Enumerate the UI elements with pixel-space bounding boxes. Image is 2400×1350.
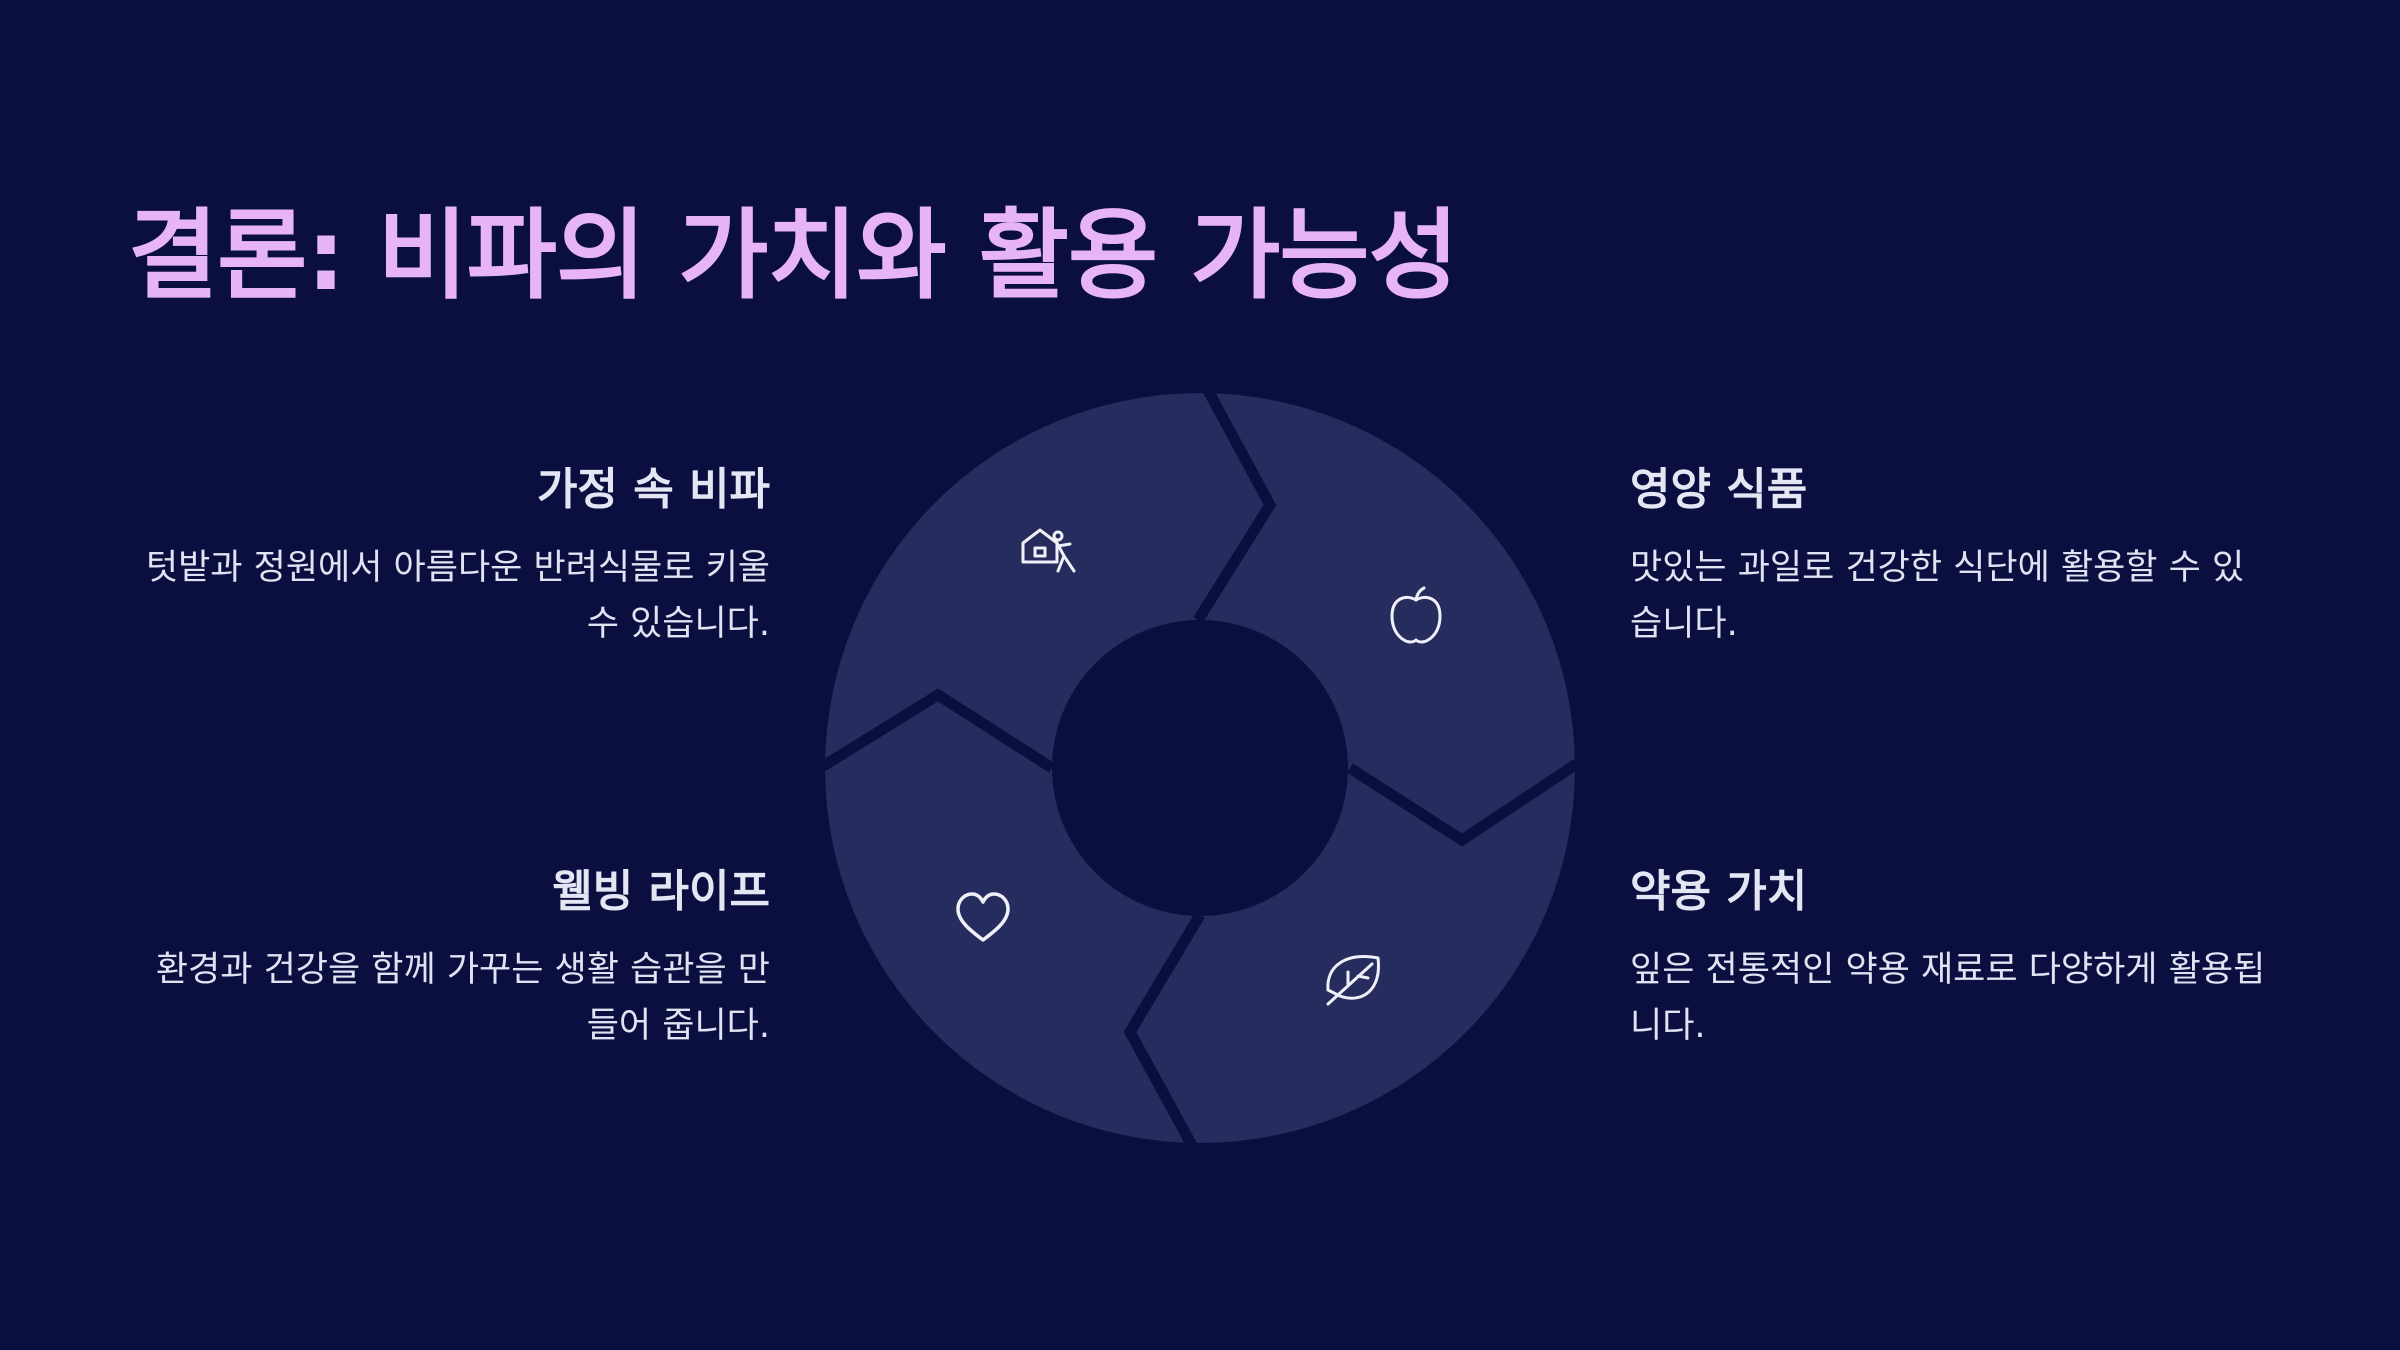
- divider-left: [825, 688, 1055, 773]
- item-heading: 영양 식품: [1630, 464, 1808, 515]
- item-description: 맛있는 과일로 건강한 식단에 활용할 수 있습니다.: [1630, 548, 2245, 644]
- leaf-icon: [1326, 955, 1380, 1006]
- apple-icon: [1390, 586, 1442, 644]
- heart-icon: [956, 892, 1010, 942]
- item-description: 잎은 전통적인 약용 재료로 다양하게 활용됩니다.: [1630, 950, 2266, 1046]
- page-title: 결론: 비파의 가치와 활용 가능성: [128, 199, 1459, 313]
- divider-bottom: [1123, 912, 1205, 1143]
- item-description: 텃밭과 정원에서 아름다운 반려식물로 키울 수 있습니다.: [145, 548, 770, 644]
- item-nutrition-food: 영양 식품 맛있는 과일로 건강한 식단에 활용할 수 있습니다.: [1630, 462, 2270, 652]
- item-wellbeing-life: 웰빙 라이프 환경과 건강을 함께 가꾸는 생활 습관을 만들어 줍니다.: [130, 864, 770, 1054]
- segment-dividers: [825, 393, 1575, 1143]
- item-heading: 가정 속 비파: [536, 464, 770, 515]
- divider-top: [1193, 393, 1277, 623]
- cycle-hole: [1052, 620, 1348, 916]
- item-medicinal-value: 약용 가치 잎은 전통적인 약용 재료로 다양하게 활용됩니다.: [1630, 864, 2270, 1054]
- item-heading: 웰빙 라이프: [552, 866, 770, 917]
- item-heading: 약용 가치: [1630, 866, 1808, 917]
- item-description: 환경과 건강을 함께 가꾸는 생활 습관을 만들어 줍니다.: [155, 950, 770, 1046]
- home-gardening-icon: [1021, 528, 1076, 573]
- item-home-loquat: 가정 속 비파 텃밭과 정원에서 아름다운 반려식물로 키울 수 있습니다.: [130, 462, 770, 652]
- divider-right: [1347, 758, 1575, 847]
